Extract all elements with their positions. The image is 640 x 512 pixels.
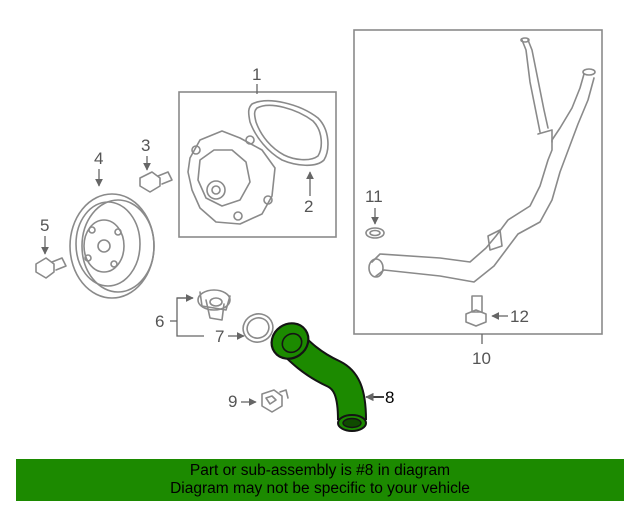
callout-9: 9 bbox=[228, 392, 237, 411]
banner-line-2: Diagram may not be specific to your vehi… bbox=[170, 480, 470, 497]
callout-2: 2 bbox=[304, 197, 313, 216]
part-info-banner: Part or sub-assembly is #8 in diagram Di… bbox=[16, 459, 624, 501]
seal-part[interactable] bbox=[365, 227, 385, 239]
water-pipe-part[interactable] bbox=[368, 37, 596, 283]
water-pump-part[interactable] bbox=[187, 130, 276, 225]
bolt-12-part[interactable] bbox=[465, 295, 487, 327]
o-ring-part[interactable] bbox=[239, 310, 277, 347]
pulley-part[interactable] bbox=[69, 193, 155, 299]
bolt-3-part[interactable] bbox=[139, 171, 173, 193]
callout-4: 4 bbox=[94, 149, 103, 168]
thermostat-part[interactable] bbox=[197, 289, 231, 321]
callout-7: 7 bbox=[215, 327, 224, 346]
callout-3: 3 bbox=[141, 136, 150, 155]
callout-12: 12 bbox=[510, 307, 529, 326]
callout-10: 10 bbox=[472, 349, 491, 368]
water-pipe-group-box bbox=[353, 29, 603, 335]
callout-8: 8 bbox=[385, 388, 394, 407]
gasket-part[interactable] bbox=[247, 100, 329, 167]
bolt-5-part[interactable] bbox=[35, 257, 67, 279]
bolt-9-part[interactable] bbox=[261, 389, 289, 413]
callout-11: 11 bbox=[365, 187, 383, 206]
water-inlet-pipe-part[interactable] bbox=[265, 316, 367, 432]
callout-6: 6 bbox=[155, 312, 164, 331]
callout-5: 5 bbox=[40, 216, 49, 235]
parts-diagram: 1 2 3 4 5 6 7 bbox=[35, 29, 603, 432]
banner-line-1: Part or sub-assembly is #8 in diagram bbox=[189, 462, 451, 479]
callout-1: 1 bbox=[252, 65, 261, 84]
